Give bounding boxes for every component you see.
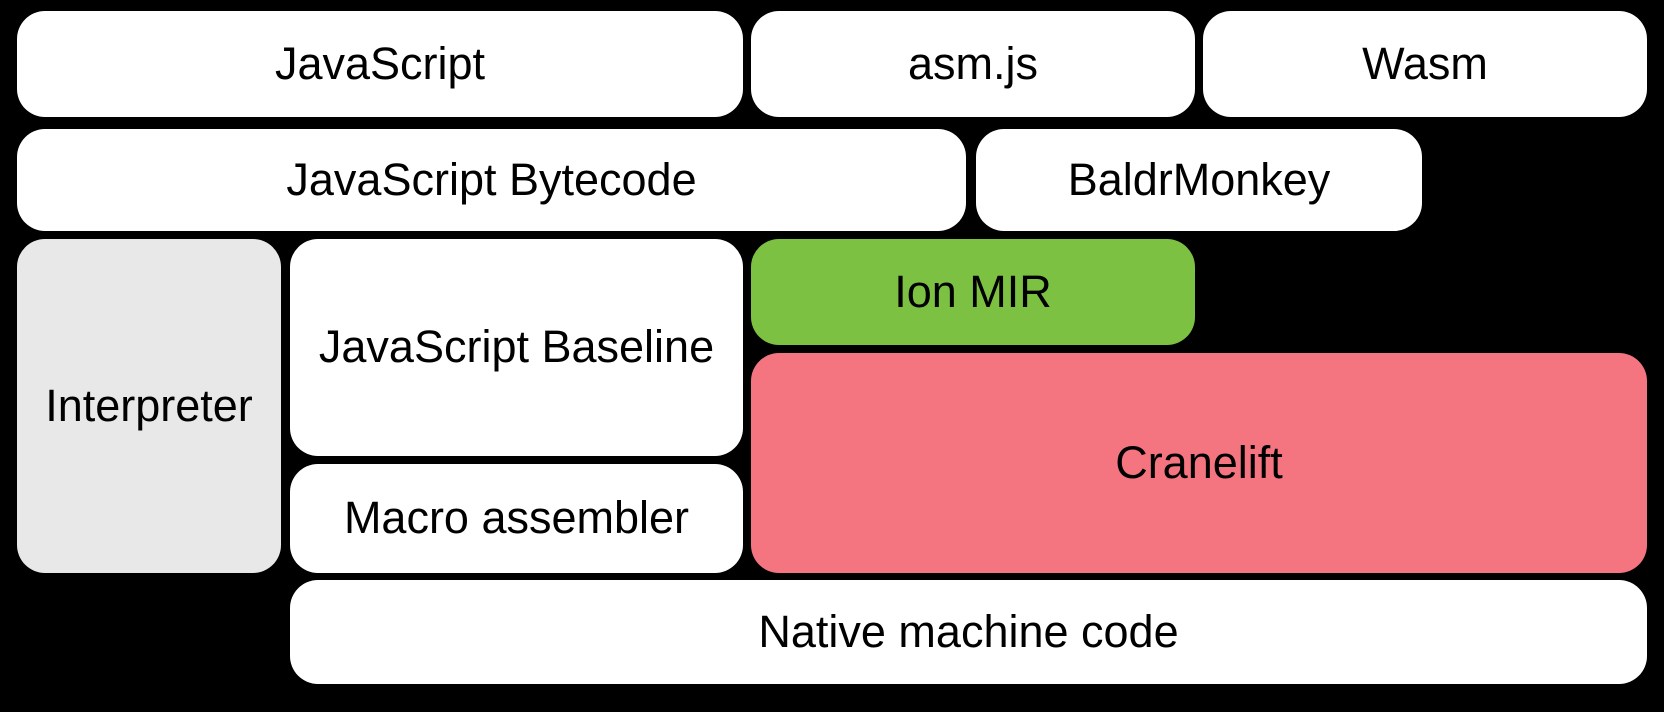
block-javascript-bytecode: JavaScript Bytecode	[17, 129, 966, 231]
block-baldrmonkey: BaldrMonkey	[976, 129, 1422, 231]
block-native-machine-code: Native machine code	[290, 580, 1647, 684]
block-wasm: Wasm	[1203, 11, 1647, 117]
block-macro-assembler: Macro assembler	[290, 464, 743, 573]
block-javascript-baseline: JavaScript Baseline	[290, 239, 743, 456]
block-ion-mir: Ion MIR	[751, 239, 1195, 345]
block-asmjs: asm.js	[751, 11, 1195, 117]
block-javascript: JavaScript	[17, 11, 743, 117]
block-interpreter: Interpreter	[17, 239, 281, 573]
block-cranelift: Cranelift	[751, 353, 1647, 573]
